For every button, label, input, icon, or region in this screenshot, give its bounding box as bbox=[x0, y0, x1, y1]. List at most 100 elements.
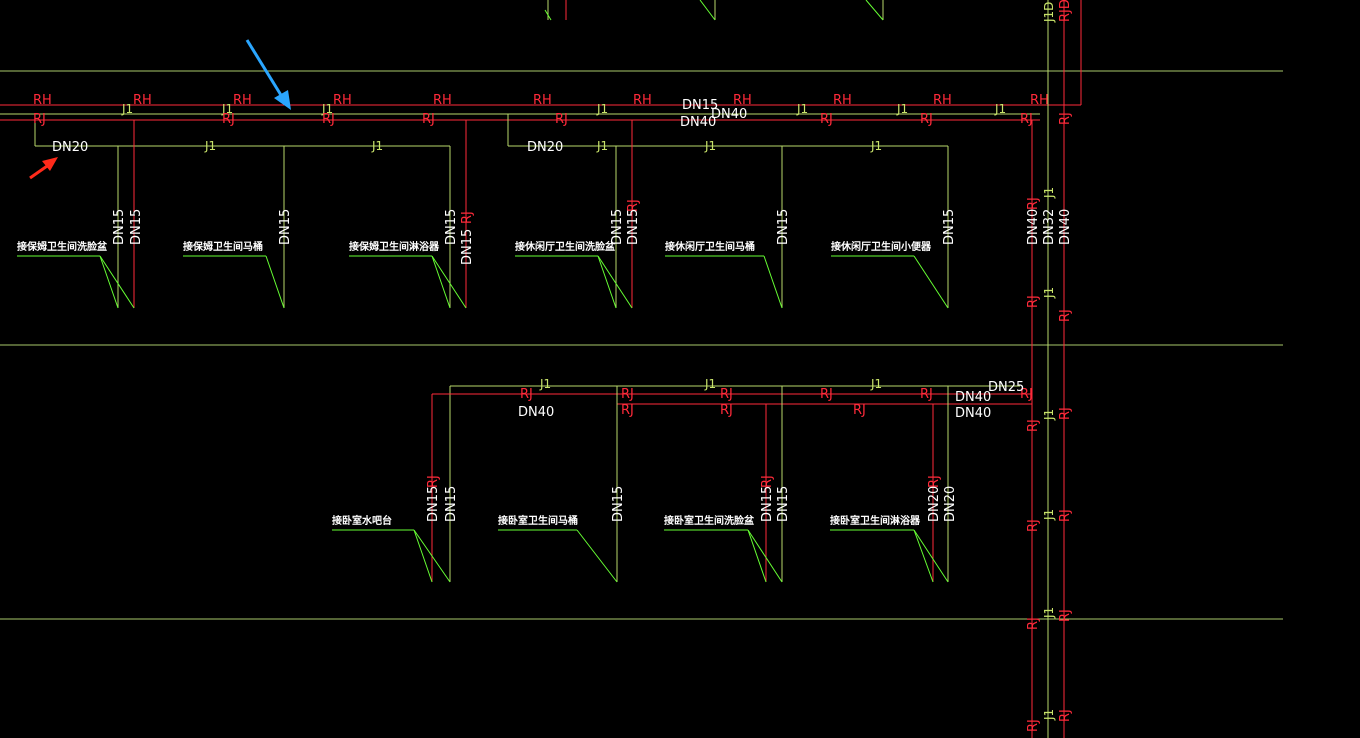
pipe-label-j1: J1 bbox=[1042, 287, 1056, 299]
pipe-label-rj: RJ bbox=[1026, 295, 1041, 308]
lower-fixture-captions: 接卧室水吧台 接卧室卫生间马桶 接卧室卫生间洗脸盆 接卧室卫生间淋浴器 bbox=[332, 514, 921, 527]
pipe-label-j1: J1 bbox=[796, 102, 808, 116]
lower-mains bbox=[431, 385, 1032, 582]
riser-code-rjd: RJD bbox=[1058, 0, 1073, 22]
pipe-label-j1: J1 bbox=[704, 139, 716, 153]
pipe-label-rj: RJ bbox=[1026, 719, 1041, 732]
pipe-label-rh: RH bbox=[933, 93, 952, 108]
pipe-label-j1: J1 bbox=[371, 139, 383, 153]
pipe-label-rj: RJ bbox=[853, 403, 866, 418]
lower-vertical-labels: RJ DN15 DN15 DN15 RJ DN15 DN15 RJ DN20 D… bbox=[426, 475, 958, 522]
upper-fixture-captions: 接保姆卫生间洗脸盆 接保姆卫生间马桶 接保姆卫生间淋浴器 接休闲厅卫生间洗脸盆 … bbox=[17, 240, 932, 253]
size-label-dn15: DN15 bbox=[682, 98, 718, 113]
fixture-label: 接卧室卫生间淋浴器 bbox=[830, 514, 921, 527]
pipe-label-j1: J1 bbox=[1042, 607, 1056, 619]
size-label-dn15: DN15 bbox=[942, 209, 957, 245]
risers bbox=[1031, 0, 1065, 738]
pipe-label-rj: RJ bbox=[1026, 197, 1041, 210]
pipe-label-rh: RH bbox=[33, 93, 52, 108]
size-label-dn15: DN15 bbox=[444, 209, 459, 245]
pipe-label-rj: RJ bbox=[1058, 609, 1073, 622]
size-label-dn40: DN40 bbox=[518, 405, 554, 420]
pipe-label-rh: RH bbox=[233, 93, 252, 108]
fixture-label: 接卧室卫生间洗脸盆 bbox=[664, 514, 755, 527]
pipe-label-rj: RJ bbox=[1026, 519, 1041, 532]
size-label-dn15: DN15 bbox=[760, 486, 775, 522]
fixture-label: 接保姆卫生间淋浴器 bbox=[349, 240, 440, 253]
pipe-label-rj: RJ bbox=[426, 475, 441, 488]
pipe-label-rj: RJ bbox=[1020, 387, 1033, 402]
pipe-label-rj: RJ bbox=[760, 475, 775, 488]
pipe-label-j1: J1 bbox=[1042, 509, 1056, 521]
pipe-label-rj: RJ bbox=[1058, 407, 1073, 420]
upper-main-labels: RH RH RH RH RH RH RH RH RH RH RH J1 J1 J… bbox=[33, 93, 1049, 155]
fixture-label: 接休闲厅卫生间马桶 bbox=[665, 240, 755, 253]
red-arrow-icon bbox=[29, 157, 58, 180]
pipe-label-j1: J1 bbox=[204, 139, 216, 153]
pipe-label-rj: RJ bbox=[720, 387, 733, 402]
pipe-label-rj: RJ bbox=[820, 112, 833, 127]
size-label-dn15: DN15 bbox=[626, 209, 641, 245]
riser-labels: J1D RJD RJ DN40 J1 DN32 RJ DN40 RJ J1 RJ… bbox=[1026, 0, 1073, 732]
pipe-label-rh: RH bbox=[833, 93, 852, 108]
pipe-label-rh: RH bbox=[133, 93, 152, 108]
pipe-label-rj: RJ bbox=[1026, 617, 1041, 630]
size-label-dn15: DN15 bbox=[112, 209, 127, 245]
size-label-dn40: DN40 bbox=[955, 406, 991, 421]
blue-arrow-icon bbox=[245, 39, 291, 110]
pipe-label-rj: RJ bbox=[920, 387, 933, 402]
size-label-dn15: DN15 bbox=[610, 209, 625, 245]
upper-vertical-labels: DN15 DN15 DN15 DN15 RJ DN15 DN15 RJ DN15… bbox=[112, 199, 957, 265]
pipe-label-rj: RJ bbox=[460, 211, 475, 224]
top-partial-branches bbox=[544, 0, 884, 21]
pipe-label-rj: RJ bbox=[621, 387, 634, 402]
pipe-label-j1: J1 bbox=[1042, 709, 1056, 721]
pipe-label-rj: RJ bbox=[1058, 112, 1073, 125]
pipe-label-j1: J1 bbox=[1042, 409, 1056, 421]
pipe-label-rj: RJ bbox=[33, 112, 46, 127]
pipe-label-rj: RJ bbox=[422, 112, 435, 127]
size-label-dn15: DN15 bbox=[129, 209, 144, 245]
pipe-label-rh: RH bbox=[733, 93, 752, 108]
pipe-label-rj: RJ bbox=[222, 112, 235, 127]
size-label-dn15: DN15 bbox=[776, 209, 791, 245]
lower-main-labels: J1 J1 J1 RJ RJ RJ RJ RJ RJ DN25 DN40 DN4… bbox=[518, 377, 1033, 421]
pipe-label-j1: J1 bbox=[994, 102, 1006, 116]
pipe-label-j1: J1 bbox=[321, 102, 333, 116]
pipe-label-rj: RJ bbox=[927, 475, 942, 488]
size-label-dn20: DN20 bbox=[943, 486, 958, 522]
pipe-label-rj: RJ bbox=[555, 112, 568, 127]
pipe-label-rj: RJ bbox=[820, 387, 833, 402]
upper-branches bbox=[117, 120, 783, 308]
size-label-dn25: DN25 bbox=[988, 380, 1024, 395]
size-label-dn15: DN15 bbox=[278, 209, 293, 245]
fixture-label: 接休闲厅卫生间小便器 bbox=[831, 240, 932, 253]
fixture-label: 接卧室水吧台 bbox=[332, 514, 392, 527]
pipe-label-j1: J1 bbox=[870, 139, 882, 153]
size-label-dn15: DN15 bbox=[611, 486, 626, 522]
size-label-dn15: DN15 bbox=[444, 486, 459, 522]
size-label-dn40: DN40 bbox=[1026, 209, 1041, 245]
pipe-label-rj: RJ bbox=[626, 199, 641, 212]
size-label-dn40: DN40 bbox=[711, 107, 747, 122]
pipe-label-rh: RH bbox=[433, 93, 452, 108]
pipe-label-rh: RH bbox=[633, 93, 652, 108]
pipe-label-rh: RH bbox=[1030, 93, 1049, 108]
pipe-label-j1: J1 bbox=[539, 377, 551, 391]
pipe-label-j1: J1 bbox=[596, 139, 608, 153]
pipe-label-rj: RJ bbox=[720, 403, 733, 418]
pipe-label-rj: RJ bbox=[1058, 509, 1073, 522]
pipe-label-rj: RJ bbox=[621, 403, 634, 418]
fixture-label: 接卧室卫生间马桶 bbox=[498, 514, 578, 527]
size-label-dn15: DN15 bbox=[776, 486, 791, 522]
pipe-label-rh: RH bbox=[333, 93, 352, 108]
size-label-dn20: DN20 bbox=[927, 486, 942, 522]
size-label-dn15: DN15 bbox=[460, 229, 475, 265]
pipe-label-rj: RJ bbox=[520, 387, 533, 402]
pipe-label-j1: J1 bbox=[1042, 187, 1056, 199]
lower-leaders bbox=[332, 529, 949, 583]
size-label-dn20: DN20 bbox=[52, 140, 88, 155]
pipe-label-rj: RJ bbox=[1020, 112, 1033, 127]
pipe-label-rj: RJ bbox=[322, 112, 335, 127]
